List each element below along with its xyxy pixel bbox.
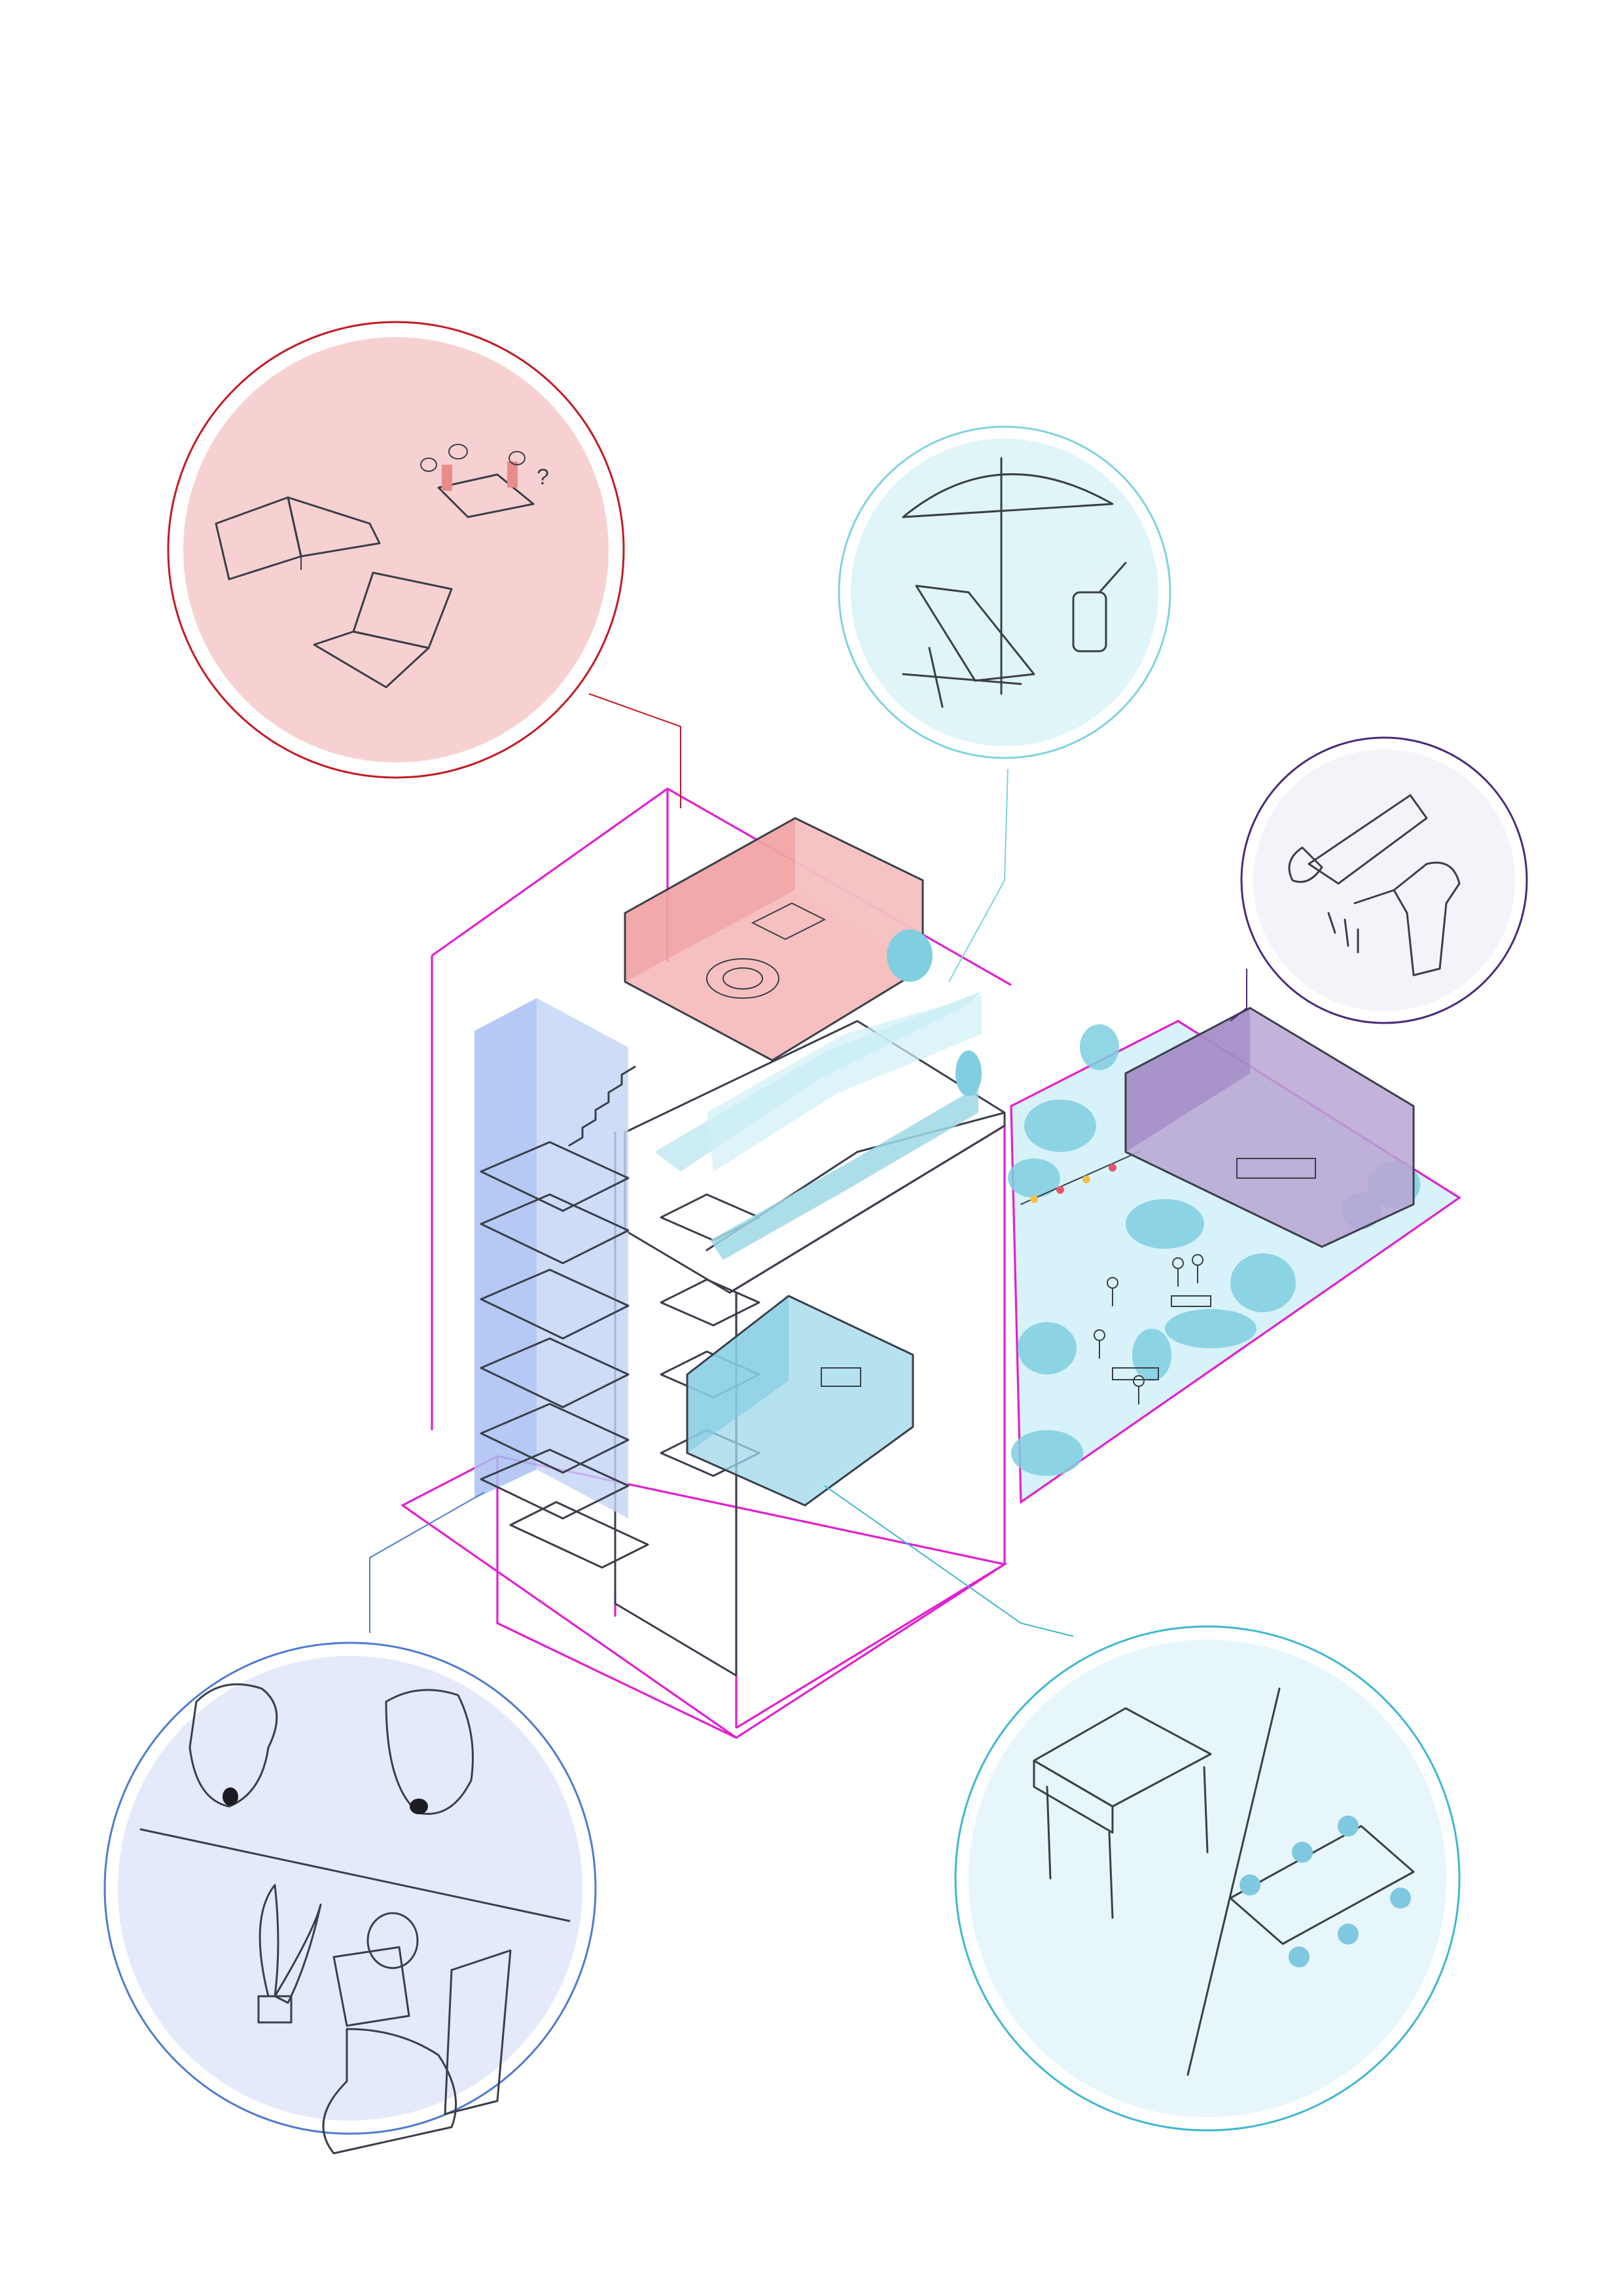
vignette-study: ? [167,321,625,779]
svg-text:?: ? [537,465,549,490]
study-room [624,817,924,1062]
screws-icon [1327,912,1359,954]
open-book-icon [215,496,381,581]
speech-bubble-icon: ? [420,444,549,490]
leader-study [588,693,681,808]
leader-terrace [948,768,1008,982]
leader-lounge [369,1492,485,1633]
vignette-workshop [1240,736,1528,1024]
string-lights [1020,1151,1139,1205]
floor-slabs [480,1141,630,1520]
garden-people [1094,1254,1211,1405]
vignette-terrace [838,425,1171,759]
leader-lines [369,693,1247,1637]
deck-chair-icon [902,584,1035,708]
staircase [568,1066,636,1147]
laughing-faces-icon [188,1683,474,1815]
vignette-games [954,1625,1461,2132]
dining-table-icon [1229,1816,1415,1967]
potted-plant-icon [257,1884,322,2024]
meeting-table-icon [437,461,535,518]
leader-games [824,1485,1074,1637]
power-drill-icon [1353,861,1461,977]
parasol-icon [902,457,1114,695]
workshop-room [1124,1007,1415,1248]
stair-tower [474,998,760,1569]
social-room [686,1295,914,1507]
roof-terrace [654,929,982,1260]
cocktail-glass-icon [1072,562,1127,653]
laptop-icon [313,571,453,689]
foosball-table-icon [1033,1707,1212,1919]
leader-workshop [1230,969,1247,1022]
vignette-lounge [103,1641,597,2155]
handsaw-icon [1288,794,1428,885]
person-reading-icon [322,1912,512,2155]
round-rug [706,958,779,999]
